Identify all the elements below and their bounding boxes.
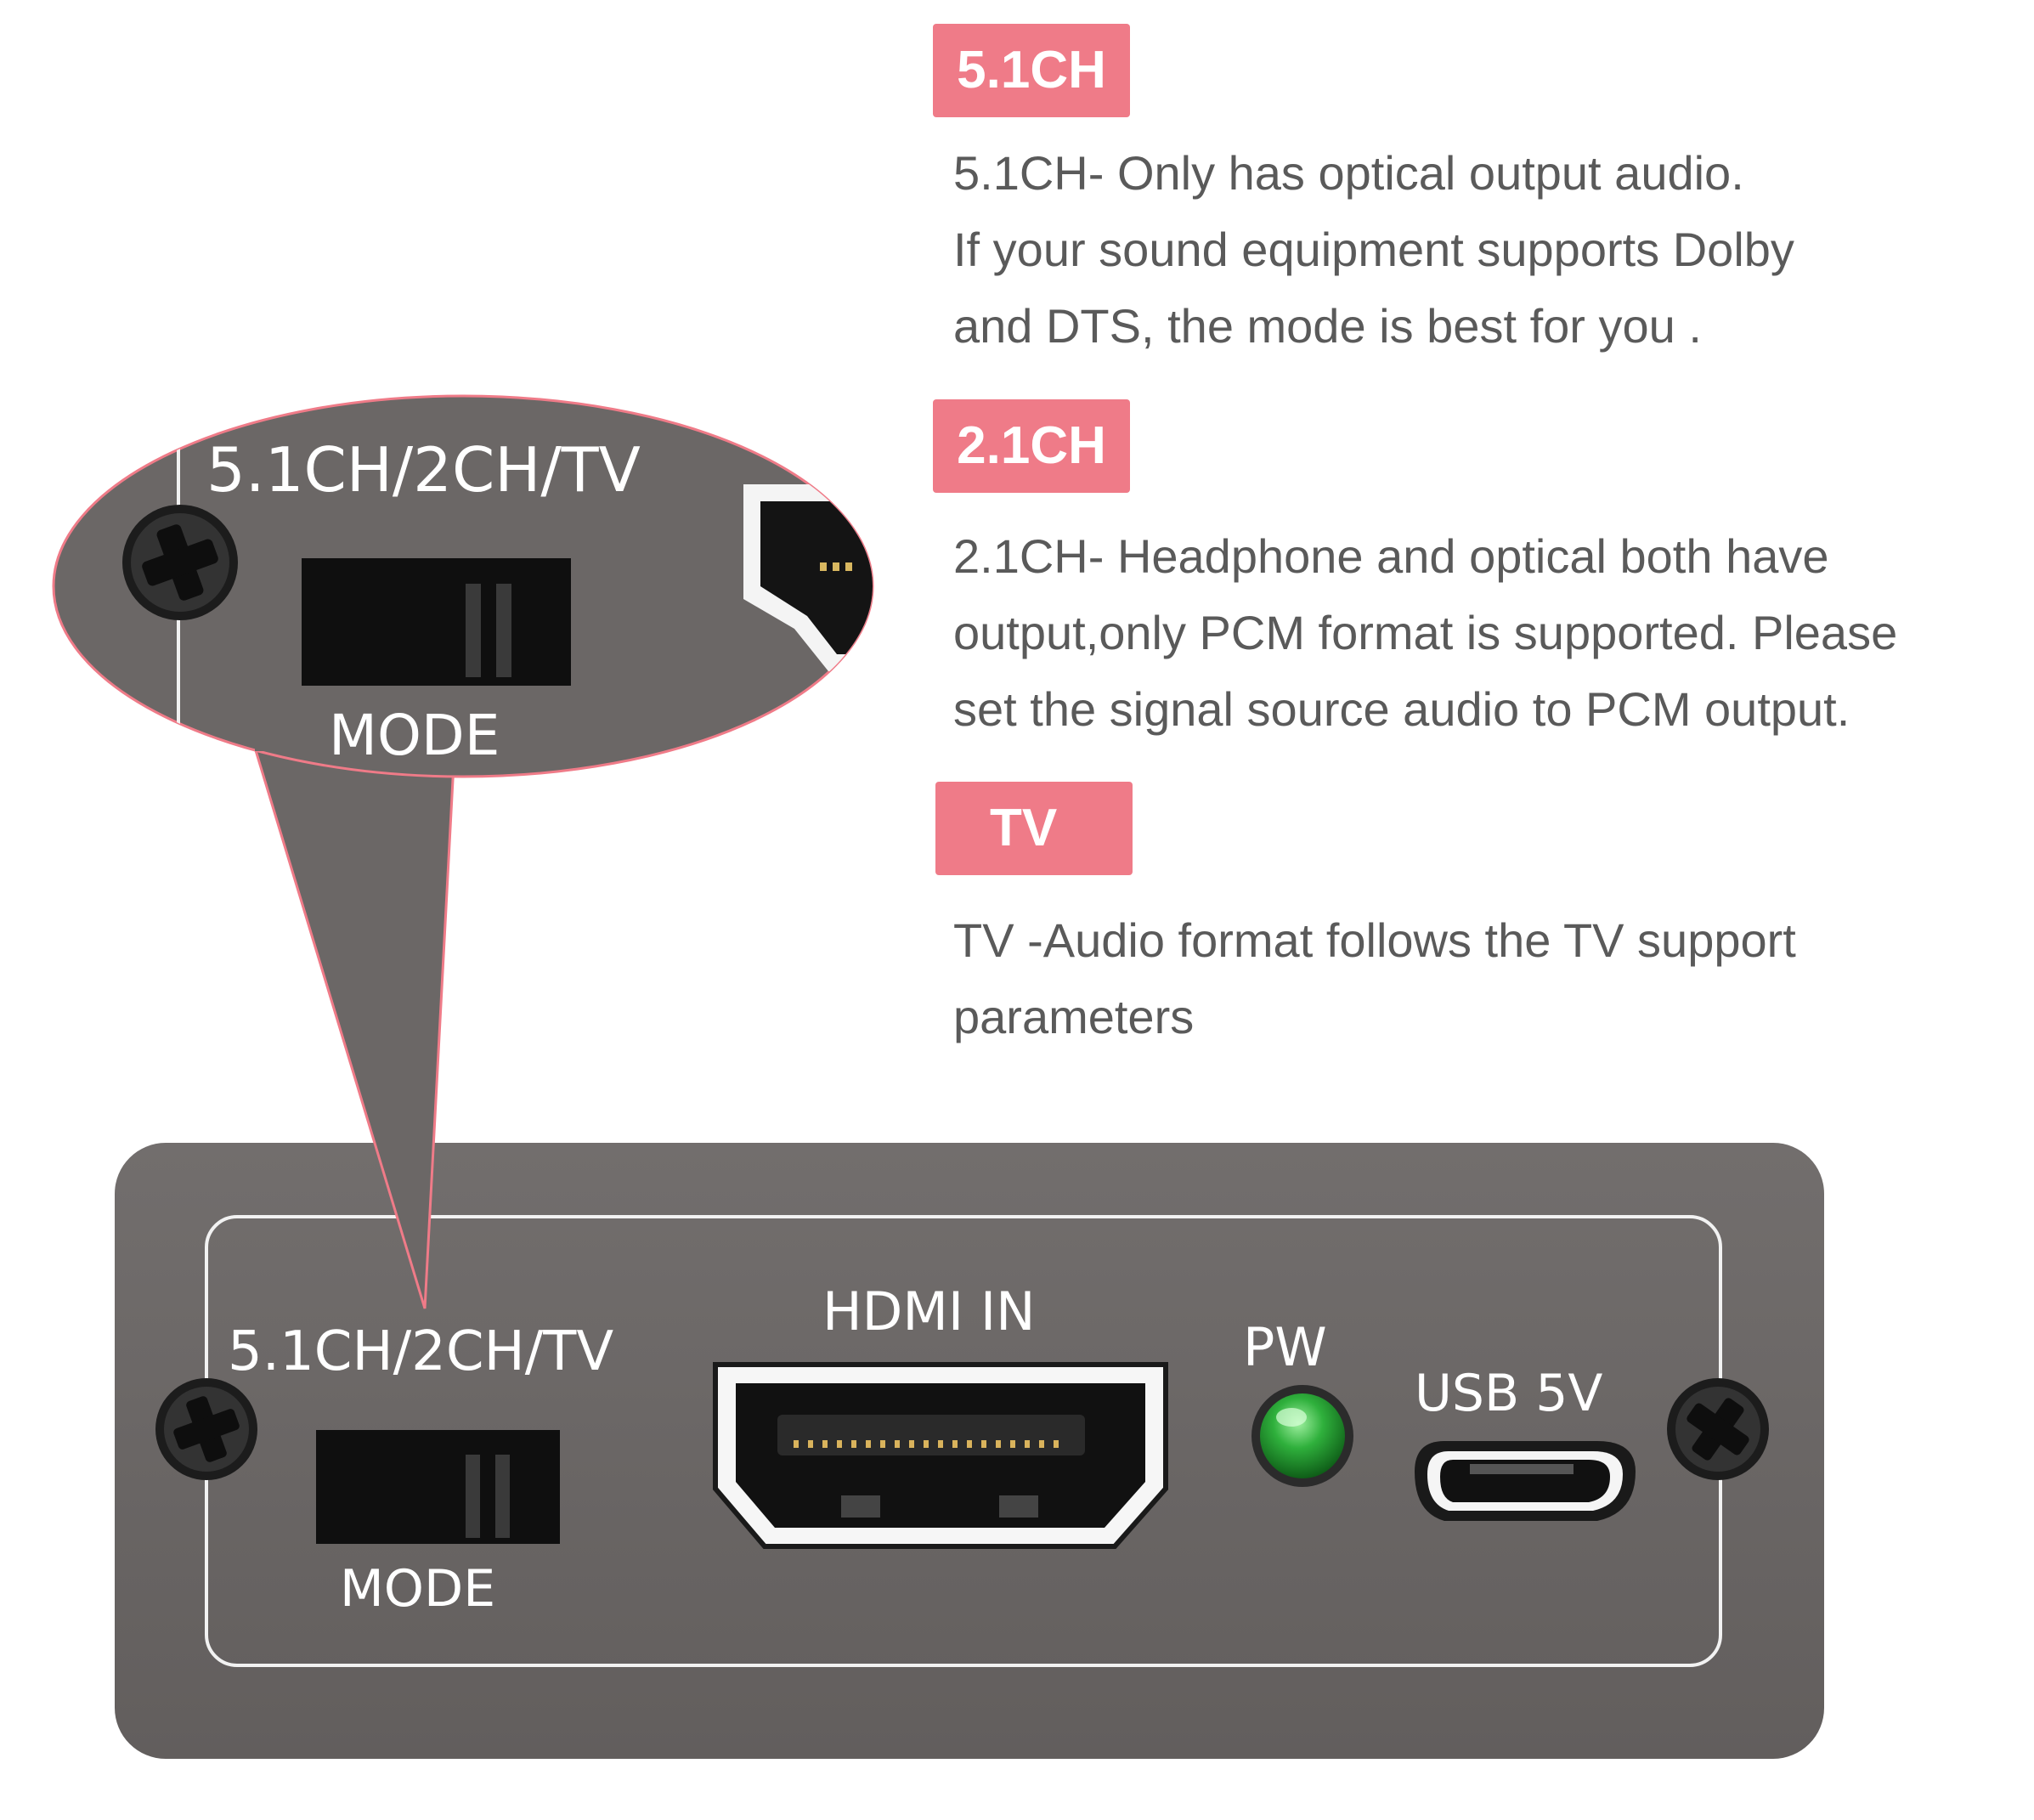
mode-description-2-1ch: 2.1CH- Headphone and optical both have o… xyxy=(953,518,1897,748)
device-mode-switch[interactable] xyxy=(316,1430,560,1544)
description-line: TV -Audio format follows the TV support xyxy=(953,913,1796,967)
description-line: output,only PCM format is supported. Ple… xyxy=(953,606,1898,659)
device-switch-label: 5.1CH/2CH/TV xyxy=(228,1320,613,1383)
description-line: 2.1CH- Headphone and optical both have xyxy=(953,529,1829,583)
mode-badge-tv: TV xyxy=(935,782,1133,875)
hdmi-port[interactable] xyxy=(713,1362,1168,1549)
device-mode-label: MODE xyxy=(340,1559,495,1619)
usb-label: USB 5V xyxy=(1415,1364,1602,1423)
description-line: If your sound equipment supports Dolby xyxy=(953,223,1794,276)
description-line: and DTS, the mode is best for you . xyxy=(953,299,1702,353)
power-label: PW xyxy=(1243,1316,1327,1378)
mode-badge-2-1ch: 2.1CH xyxy=(933,399,1130,493)
screw-icon xyxy=(122,505,238,620)
description-line: parameters xyxy=(953,990,1195,1043)
screw-icon xyxy=(155,1378,257,1480)
callout-mode-label: MODE xyxy=(329,703,500,768)
callout-switch-label: 5.1CH/2CH/TV xyxy=(206,434,641,506)
hdmi-label: HDMI IN xyxy=(822,1280,1036,1342)
description-line: set the signal source audio to PCM outpu… xyxy=(953,682,1850,736)
usb-port[interactable] xyxy=(1415,1441,1636,1521)
power-led-icon xyxy=(1251,1385,1353,1487)
mode-description-tv: TV -Audio format follows the TV support … xyxy=(953,902,1796,1055)
mode-badge-5-1ch: 5.1CH xyxy=(933,24,1130,117)
mode-description-5-1ch: 5.1CH- Only has optical output audio. If… xyxy=(953,135,1794,365)
screw-icon xyxy=(1667,1378,1769,1480)
mode-switch[interactable] xyxy=(302,558,571,686)
description-line: 5.1CH- Only has optical output audio. xyxy=(953,146,1744,200)
